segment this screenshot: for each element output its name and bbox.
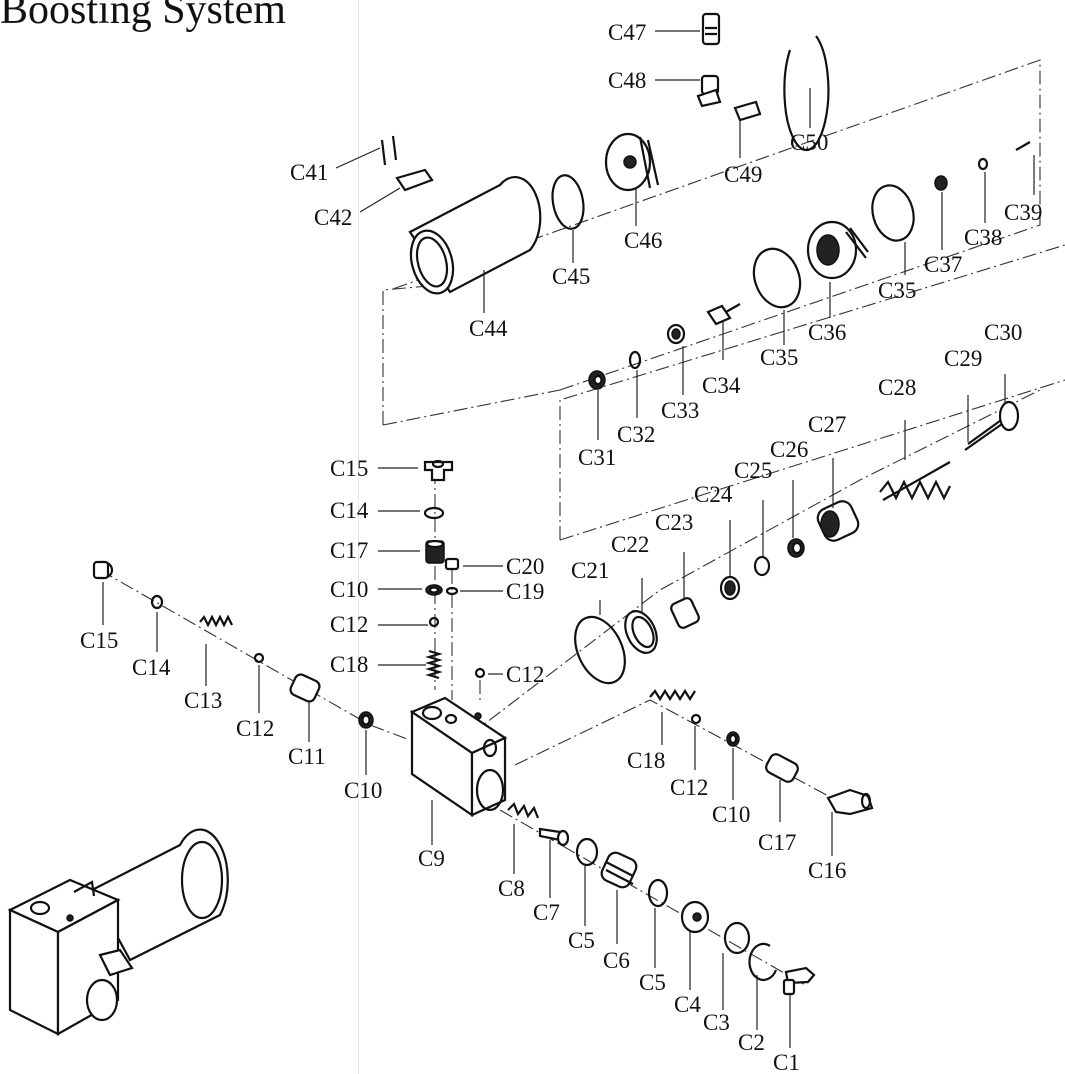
label-c36: C36 <box>808 320 846 345</box>
label-c25: C25 <box>734 458 772 483</box>
label-c31: C31 <box>578 445 616 470</box>
label-c26: C26 <box>770 437 808 462</box>
label-c37: C37 <box>924 252 962 277</box>
page-title: Boosting System <box>0 0 286 33</box>
label-c24: C24 <box>694 482 733 507</box>
label-c12d: C12 <box>670 775 708 800</box>
label-c17b: C17 <box>758 830 796 855</box>
label-c15a: C15 <box>330 456 368 481</box>
bottom-branch-parts <box>507 802 816 996</box>
label-c42: C42 <box>314 205 352 230</box>
label-c33: C33 <box>661 398 699 423</box>
label-c1: C1 <box>773 1050 800 1074</box>
label-c35b: C35 <box>760 345 798 370</box>
label-c6: C6 <box>603 948 630 973</box>
label-c12a: C12 <box>330 612 368 637</box>
leader-lines <box>102 30 1035 1048</box>
label-c4: C4 <box>674 992 701 1017</box>
label-c18b: C18 <box>627 748 665 773</box>
left-branch-parts <box>92 560 374 729</box>
label-c7: C7 <box>533 900 560 925</box>
label-c32: C32 <box>617 422 655 447</box>
label-c30: C30 <box>984 320 1022 345</box>
vertical-stack-parts <box>423 459 486 680</box>
right-branch-parts <box>649 688 874 816</box>
label-c16: C16 <box>808 858 846 883</box>
label-c39: C39 <box>1004 200 1042 225</box>
label-c5a: C5 <box>568 928 595 953</box>
middle-right-parts <box>574 400 1020 685</box>
label-c47: C47 <box>608 20 646 45</box>
label-c46: C46 <box>624 228 662 253</box>
label-c45: C45 <box>552 264 590 289</box>
label-c14b: C14 <box>132 655 171 680</box>
label-c44: C44 <box>469 316 508 341</box>
part-labels: C47 C48 C50 C49 C41 C42 C46 C45 C44 C39 … <box>80 20 1042 1074</box>
label-c21: C21 <box>571 558 609 583</box>
label-c10b: C10 <box>344 778 382 803</box>
label-c11: C11 <box>288 744 326 769</box>
label-c9: C9 <box>418 846 445 871</box>
label-c23: C23 <box>655 510 693 535</box>
label-c48: C48 <box>608 68 646 93</box>
label-c38: C38 <box>964 225 1002 250</box>
label-c10c: C10 <box>712 802 750 827</box>
label-c2: C2 <box>738 1030 765 1055</box>
label-c20: C20 <box>506 554 544 579</box>
manifold-block-c9 <box>409 696 508 818</box>
label-c13: C13 <box>184 688 222 713</box>
label-c29: C29 <box>944 346 982 371</box>
page-fold-line <box>358 0 359 1074</box>
upper-middle-parts <box>588 141 1031 390</box>
label-c3: C3 <box>703 1010 730 1035</box>
assembled-unit-inset <box>7 828 229 1036</box>
label-c5b: C5 <box>639 970 666 995</box>
label-c35a: C35 <box>878 278 916 303</box>
top-parts <box>380 12 830 295</box>
label-c19: C19 <box>506 579 544 604</box>
label-c12b: C12 <box>506 662 544 687</box>
label-c28: C28 <box>878 375 916 400</box>
label-c22: C22 <box>611 532 649 557</box>
label-c27: C27 <box>808 412 846 437</box>
label-c15b: C15 <box>80 628 118 653</box>
label-c41: C41 <box>290 160 328 185</box>
label-c17a: C17 <box>330 538 368 563</box>
label-c18a: C18 <box>330 652 368 677</box>
label-c12c: C12 <box>236 716 274 741</box>
label-c14a: C14 <box>330 498 369 523</box>
label-c8: C8 <box>498 876 525 901</box>
label-c50: C50 <box>790 130 828 155</box>
label-c34: C34 <box>702 373 741 398</box>
label-c49: C49 <box>724 162 762 187</box>
label-c10a: C10 <box>330 577 368 602</box>
